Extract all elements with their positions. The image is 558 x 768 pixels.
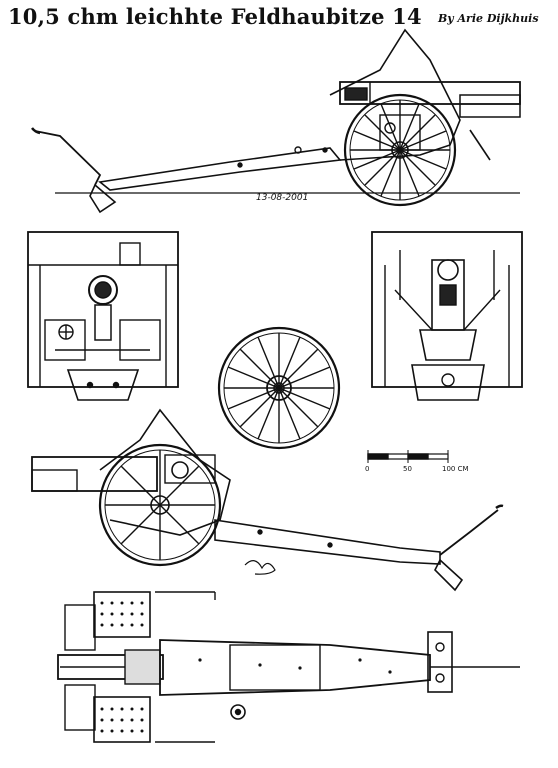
scale-tick-50: 50	[403, 465, 412, 473]
drawing-date: 13-08-2001	[256, 193, 308, 203]
rear-view	[371, 231, 523, 401]
side-view-left	[31, 408, 504, 592]
wheel-detail	[217, 326, 341, 450]
author-credit: By Arie Dijkhuis	[438, 12, 539, 25]
front-view	[27, 231, 179, 401]
side-view-right: 13-08-2001	[31, 28, 521, 214]
plan-view	[57, 591, 520, 743]
drawing-title: 10,5 chm leichhte Feldhaubitze 14	[8, 4, 422, 29]
scale-tick-0: 0	[365, 465, 369, 473]
scale-bar: 0 50 100 CM	[365, 450, 469, 473]
scale-tick-100cm: 100 CM	[442, 465, 469, 473]
